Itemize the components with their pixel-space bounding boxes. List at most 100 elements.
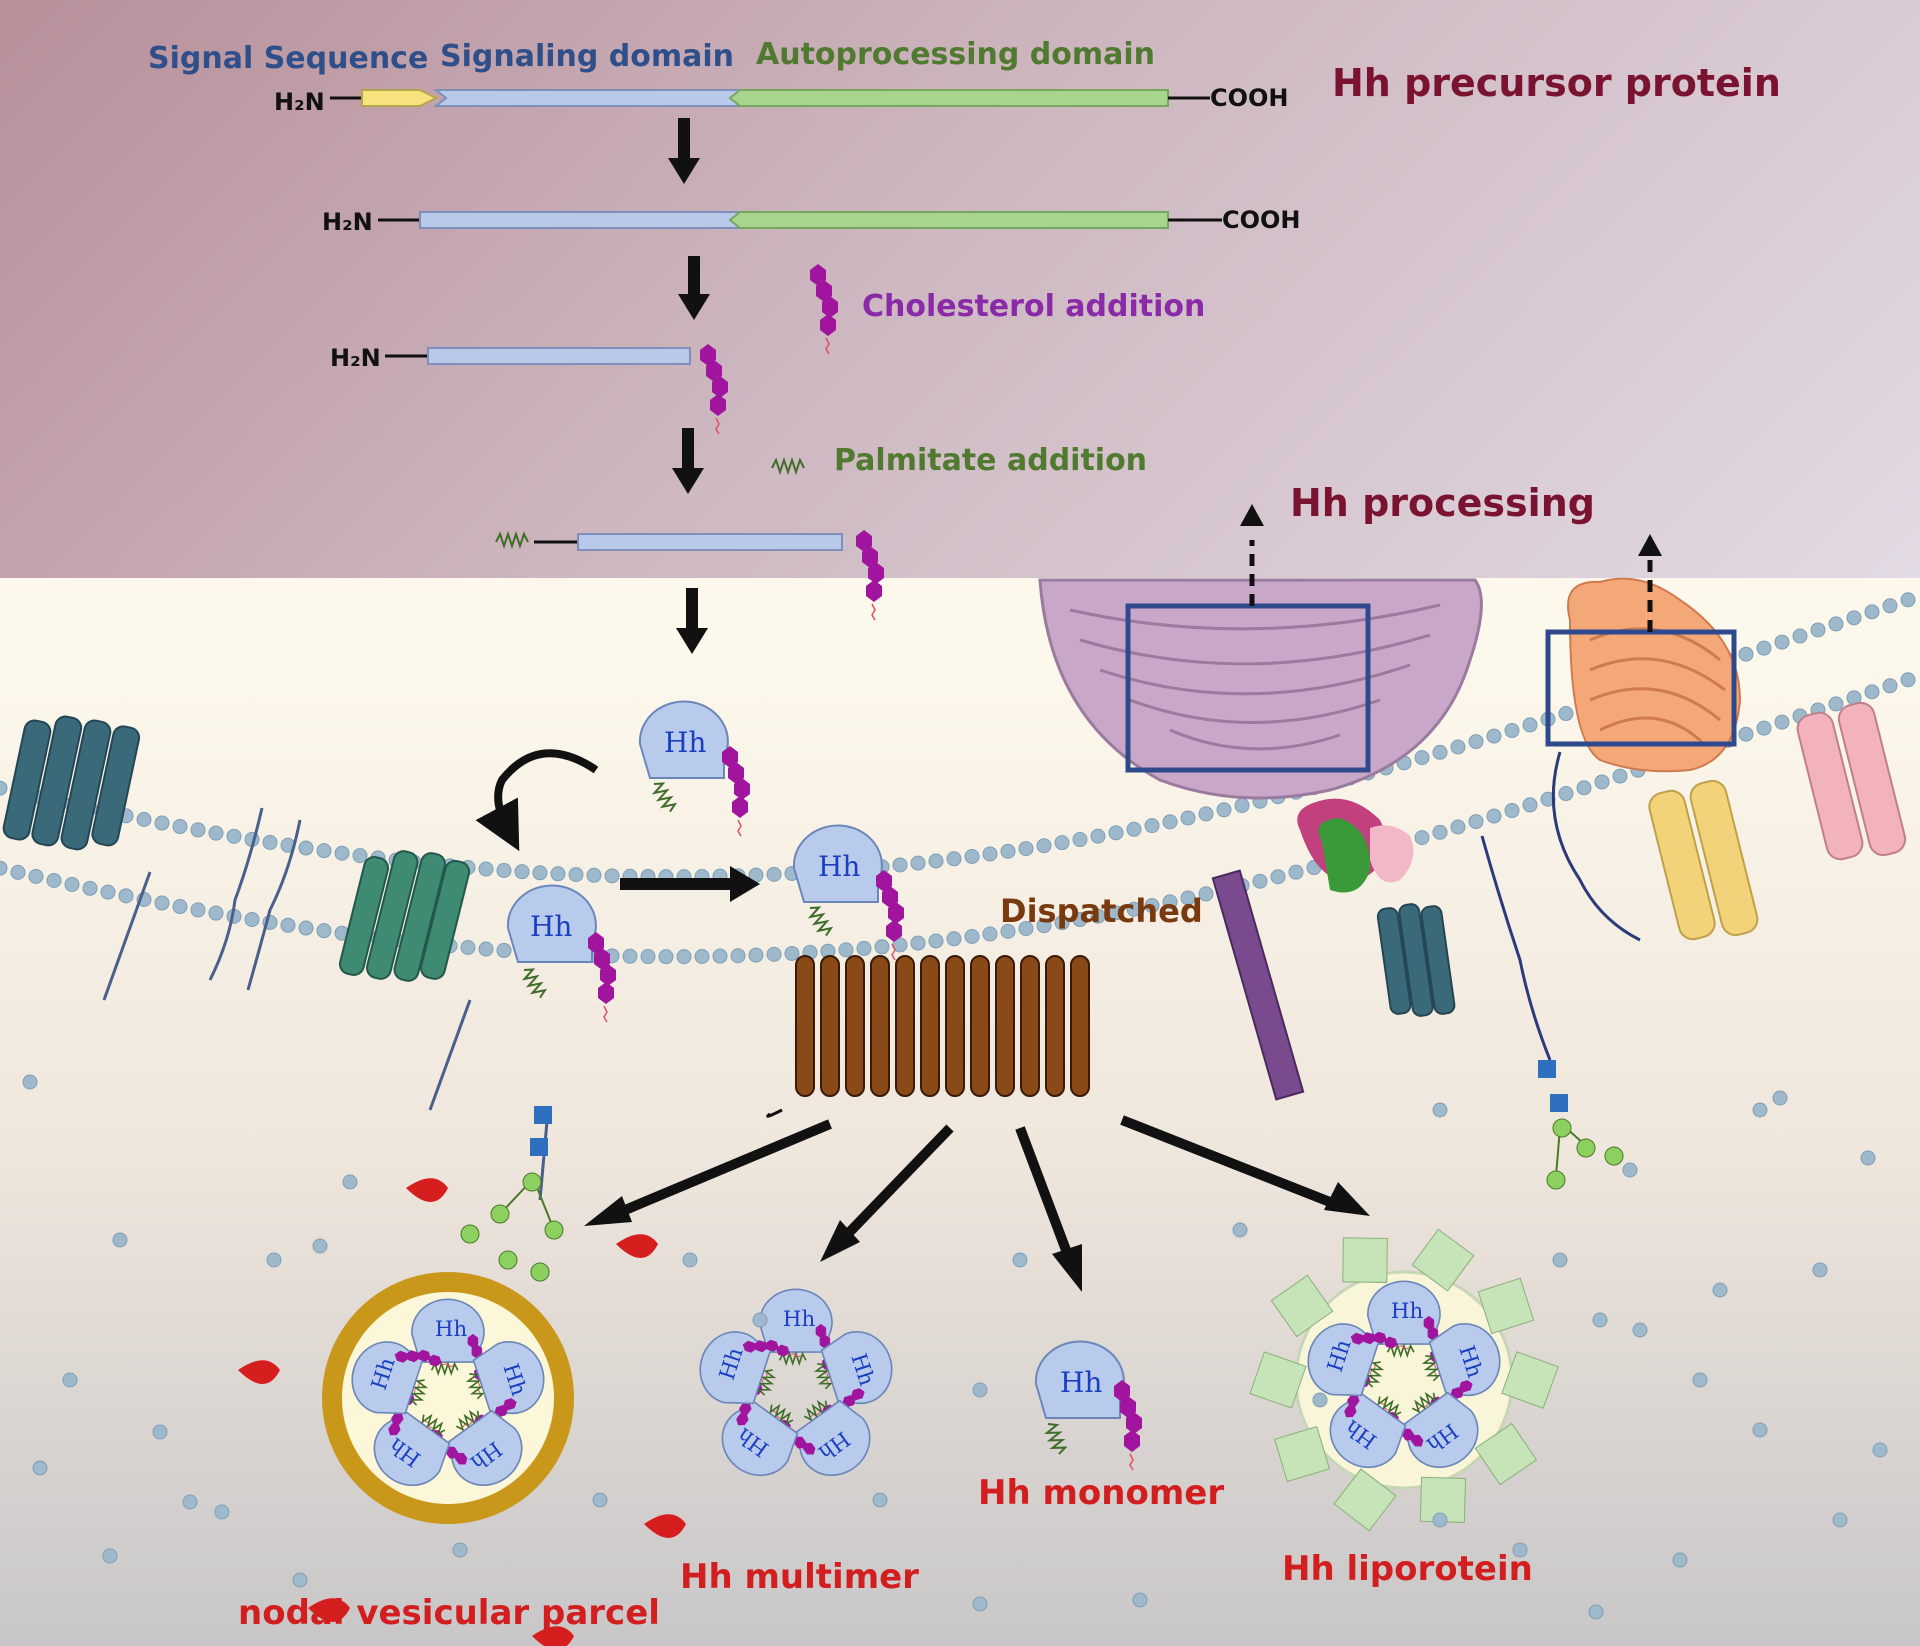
membrane-bead [982, 926, 998, 942]
smoothened-receptor [338, 850, 471, 982]
membrane-bead [226, 828, 242, 844]
membrane-bead [172, 899, 188, 915]
extracellular-particle [342, 1174, 358, 1190]
hh-subunit: Hh [1414, 1314, 1510, 1416]
membrane-bead [100, 884, 116, 900]
membrane-bead [514, 864, 530, 880]
red-protrusion [406, 1178, 448, 1202]
lipid-plate [1477, 1277, 1535, 1335]
extracellular-particle [1312, 1392, 1328, 1408]
dispatched-helix [820, 955, 840, 1097]
red-protrusion [238, 1360, 280, 1384]
membrane-bead [1612, 768, 1628, 784]
membrane-bead [298, 920, 314, 936]
cholesterol-label: Cholesterol addition [862, 289, 1205, 324]
membrane-bead [1504, 803, 1520, 819]
membrane-bead [568, 867, 584, 883]
membrane-bead [730, 948, 746, 964]
glypican-chains [102, 807, 472, 1111]
extracellular-particle [452, 1542, 468, 1558]
extracellular-particle [22, 1074, 38, 1090]
receptor-complex-right [1211, 798, 1456, 1101]
hh-molecule-top [638, 700, 751, 837]
membrane-bead [1522, 717, 1538, 733]
palmitate-label: Palmitate addition [834, 443, 1147, 478]
red-protrusion [644, 1514, 686, 1538]
signaling-domain-label: Signaling domain [440, 39, 734, 74]
parcel-label: nodal vesicular parcel [238, 1593, 660, 1633]
membrane-bead [208, 825, 224, 841]
extracellular-particle [1692, 1372, 1708, 1388]
hh-subunit: Hh [708, 1369, 805, 1490]
membrane-bead [1774, 634, 1790, 650]
membrane-bead [64, 876, 80, 892]
extracellular-particle [1232, 1222, 1248, 1238]
red-protrusion [531, 1626, 574, 1646]
precursor-row-1 [330, 89, 1210, 107]
palmitate-icon [771, 459, 805, 473]
membrane-bead [1180, 810, 1196, 826]
hh-monomer [1034, 1340, 1143, 1471]
extracellular-particle [152, 1424, 168, 1440]
extracellular-particle [1432, 1102, 1448, 1118]
extracellular-particle [1772, 1090, 1788, 1106]
membrane-bead [172, 819, 188, 835]
membrane-bead [676, 949, 692, 965]
membrane-bead [0, 780, 8, 796]
membrane-bead [1846, 610, 1862, 626]
membrane-bead [316, 843, 332, 859]
membrane-bead [1558, 786, 1574, 802]
glycan-chain-left [460, 1106, 564, 1282]
membrane-bead [28, 868, 44, 884]
extracellular-particle [102, 1548, 118, 1564]
extracellular-particle [1872, 1442, 1888, 1458]
membrane-bead [478, 941, 494, 957]
red-protrusion [308, 1598, 350, 1622]
membrane-bead [748, 947, 764, 963]
membrane-bead [136, 812, 152, 828]
membrane-bead [1054, 835, 1070, 851]
membrane-bead [1756, 640, 1772, 656]
red-protrusion [616, 1234, 658, 1258]
membrane-bead [946, 931, 962, 947]
dispatched-helix [895, 955, 915, 1097]
extracellular-particle [1592, 1312, 1608, 1328]
membrane-bead [622, 948, 638, 964]
membrane-bead [910, 935, 926, 951]
dispatched-helix [870, 955, 890, 1097]
dispatched-label: Dispatched [1000, 892, 1203, 930]
membrane-bead [1450, 819, 1466, 835]
membrane-bead [1558, 706, 1574, 722]
membrane-bead [190, 822, 206, 838]
membrane-bead [964, 848, 980, 864]
membrane-bead [640, 949, 656, 965]
extracellular-particle [972, 1382, 988, 1398]
membrane-bead [1792, 628, 1808, 644]
text-labels: Signal Sequence Signaling domain Autopro… [148, 37, 1781, 1633]
release-arrow [620, 866, 760, 902]
signal-sequence-label: Signal Sequence [148, 41, 428, 76]
pink-channel [1796, 701, 1907, 861]
membrane-bead [1576, 780, 1592, 796]
membrane-bead [298, 840, 314, 856]
membrane-bead [1108, 825, 1124, 841]
membrane-bead [1468, 814, 1484, 830]
membrane-bead [244, 911, 260, 927]
hh-subunit: Hh [411, 1298, 487, 1394]
membrane-bead [352, 848, 368, 864]
membrane-bead [1738, 646, 1754, 662]
membrane-bead [118, 888, 134, 904]
h2n-label-1: H₂N [274, 88, 325, 116]
membrane-bead [766, 946, 782, 962]
h2n-label-2: H₂N [322, 208, 373, 236]
hh-subunit: Hh [759, 1288, 835, 1384]
h2n-label-3: H₂N [330, 344, 381, 372]
lipoprotein-label: Hh liporotein [1282, 1549, 1533, 1589]
extracellular-particle [32, 1460, 48, 1476]
precursor-row-3 [385, 343, 729, 435]
membrane-bead [0, 860, 8, 876]
gpcr-receptor-left [2, 715, 141, 851]
membrane-bead [1900, 592, 1916, 608]
